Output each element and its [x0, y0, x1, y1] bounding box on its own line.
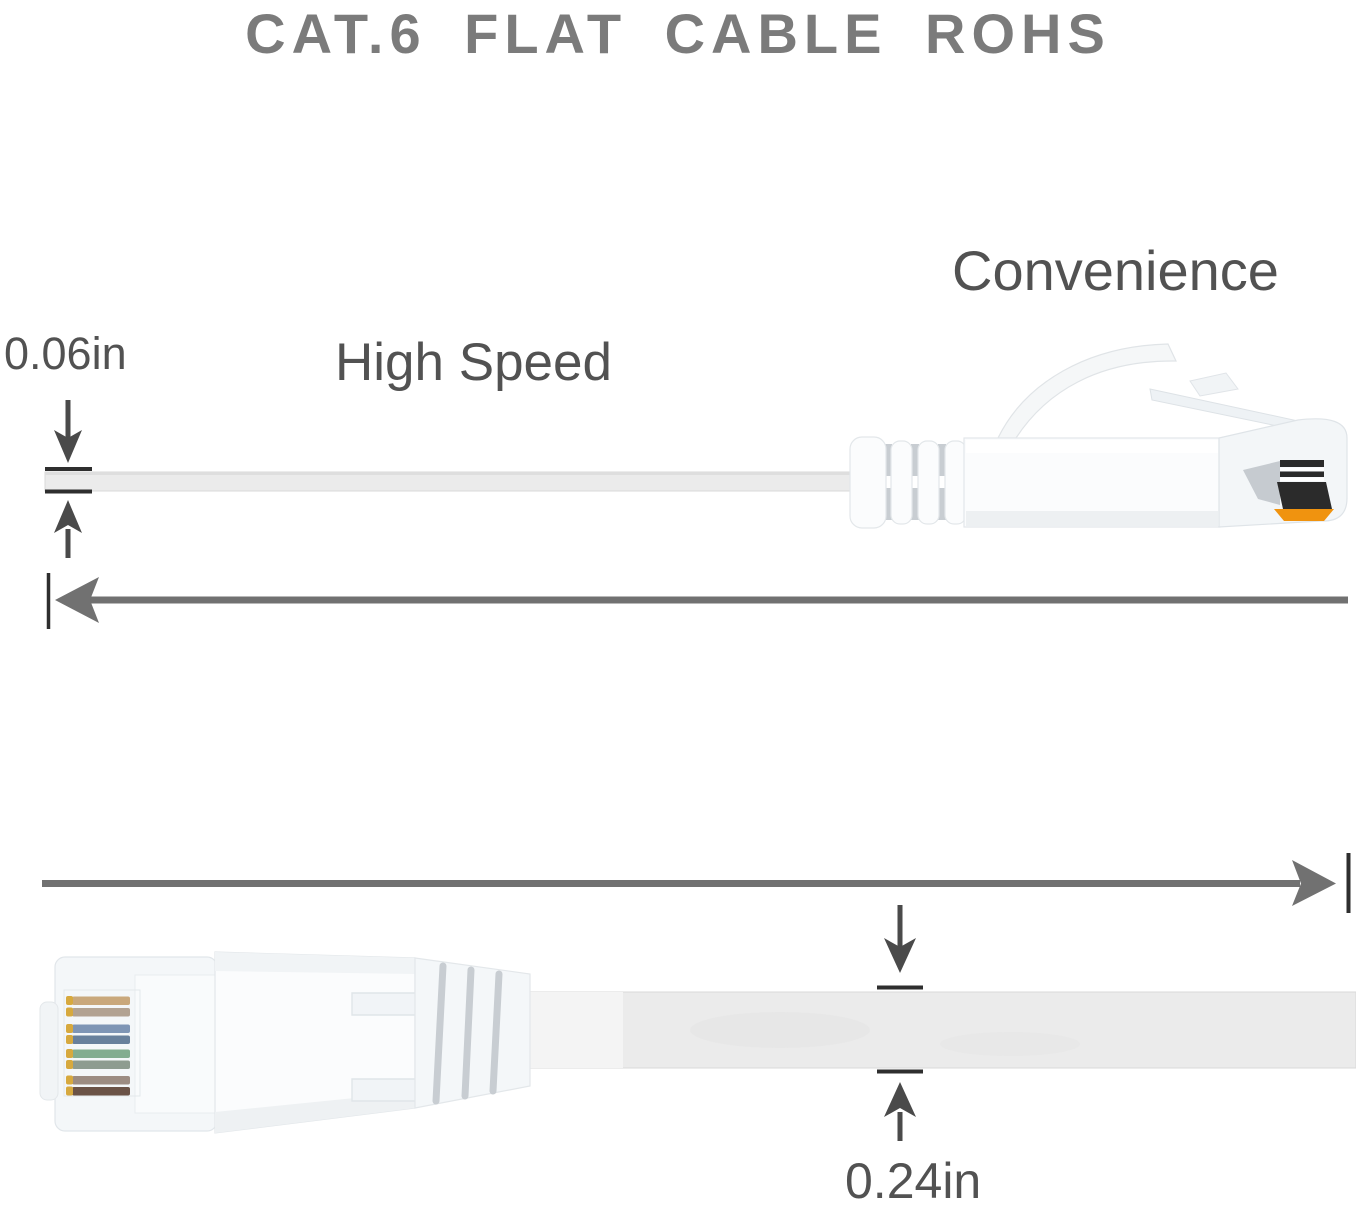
- tick-mark: [45, 489, 92, 494]
- wire: [72, 1076, 130, 1085]
- label-cable-width: 0.24in: [845, 1153, 982, 1209]
- plug-contacts: [1274, 460, 1334, 521]
- wire: [72, 1024, 130, 1033]
- top-connector: [849, 343, 1348, 529]
- wire: [72, 1060, 130, 1069]
- up-arrow-icon: [884, 1082, 916, 1141]
- plug-wedge: [1243, 461, 1280, 505]
- label-convenience: Convenience: [952, 239, 1279, 302]
- plug-side-tab: [39, 1001, 59, 1101]
- tick-mark: [877, 985, 923, 990]
- down-arrow-icon: [884, 905, 916, 973]
- page-title: CAT.6 FLAT CABLE ROHS: [245, 2, 1111, 65]
- wire: [72, 1049, 130, 1058]
- wire: [72, 996, 130, 1005]
- bottom-connector: [39, 951, 531, 1134]
- down-arrow-icon: [54, 400, 82, 463]
- label-high-speed: High Speed: [335, 333, 612, 392]
- right-measure-arrow-icon: [42, 853, 1351, 913]
- latch-curve: [997, 343, 1177, 439]
- strain-relief-boot: [414, 957, 531, 1109]
- tick-mark: [45, 467, 92, 471]
- wire: [72, 1035, 130, 1044]
- flat-cable: [527, 991, 1356, 1069]
- gold-pins: [66, 996, 73, 1096]
- label-cable-thickness: 0.06in: [4, 328, 127, 379]
- boot-rib-gaps: [884, 444, 946, 520]
- connector-body: [963, 437, 1221, 528]
- wire: [72, 1087, 130, 1096]
- strain-relief-boot: [849, 436, 967, 529]
- wire: [72, 1008, 130, 1017]
- connector-body: [214, 951, 416, 1134]
- latch-arm-tab: [1189, 372, 1239, 397]
- wire-contacts: [63, 989, 141, 1097]
- thin-cable: [44, 471, 856, 492]
- left-measure-arrow-icon: [46, 573, 1348, 629]
- up-arrow-icon: [54, 500, 82, 558]
- orange-wire: [1274, 509, 1334, 521]
- tick-mark: [877, 1069, 923, 1074]
